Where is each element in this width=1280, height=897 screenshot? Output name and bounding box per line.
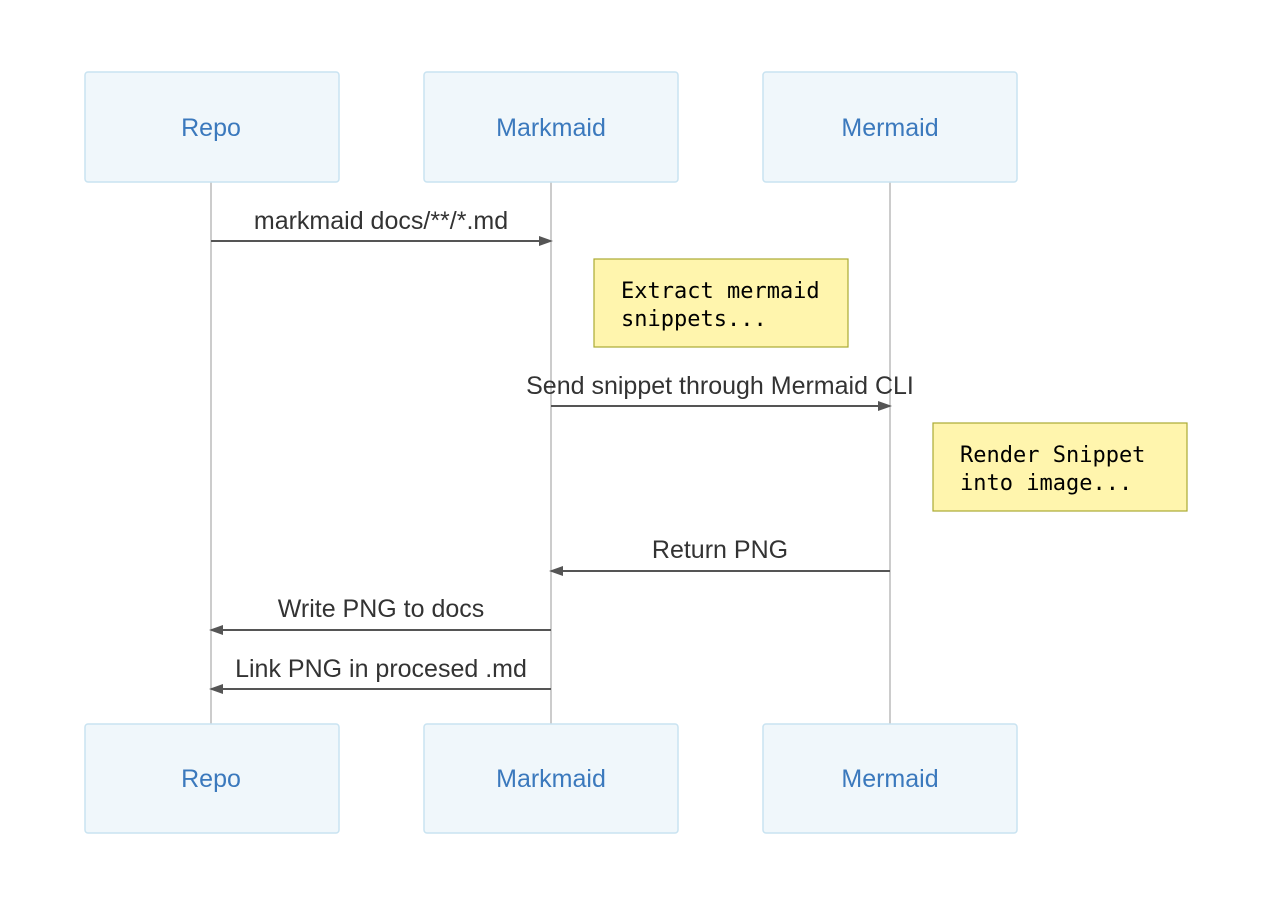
note-1: Extract mermaid snippets... [593,258,849,348]
actor-box [762,71,1018,183]
message-label: Link PNG in procesed .md [235,655,527,683]
actor-label: Markmaid [496,114,606,142]
note-line: Extract mermaid [621,279,820,304]
note-line: into image... [960,471,1132,496]
note-box [932,422,1188,512]
arrowhead-icon [549,566,563,576]
note-2: Render Snippet into image... [932,422,1188,512]
actor-box [423,71,679,183]
actor-markmaid-bottom: Markmaid [423,723,679,834]
actor-box [84,71,340,183]
message-4: Write PNG to docs [209,595,551,635]
actor-repo-bottom: Repo [84,723,340,834]
actor-box [762,723,1018,834]
actor-label: Markmaid [496,765,606,793]
message-label: markmaid docs/**/*.md [254,207,508,235]
actor-box [84,723,340,834]
actor-label: Repo [181,114,241,142]
actor-mermaid-bottom: Mermaid [762,723,1018,834]
message-label: Return PNG [652,536,788,564]
note-line: Render Snippet [960,443,1145,468]
message-label: Write PNG to docs [278,595,485,623]
arrowhead-icon [878,401,892,411]
message-5: Link PNG in procesed .md [209,655,551,694]
actor-label: Repo [181,765,241,793]
arrowhead-icon [539,236,553,246]
note-box [593,258,849,348]
message-1: markmaid docs/**/*.md [211,207,553,246]
actor-label: Mermaid [841,765,938,793]
actor-box [423,723,679,834]
arrowhead-icon [209,625,223,635]
actor-label: Mermaid [841,114,938,142]
actor-mermaid-top: Mermaid [762,71,1018,183]
message-2: Send snippet through Mermaid CLI [526,372,914,411]
arrowhead-icon [209,684,223,694]
note-line: snippets... [621,307,767,332]
actor-markmaid-top: Markmaid [423,71,679,183]
actor-repo-top: Repo [84,71,340,183]
message-3: Return PNG [549,536,890,576]
message-label: Send snippet through Mermaid CLI [526,372,914,400]
